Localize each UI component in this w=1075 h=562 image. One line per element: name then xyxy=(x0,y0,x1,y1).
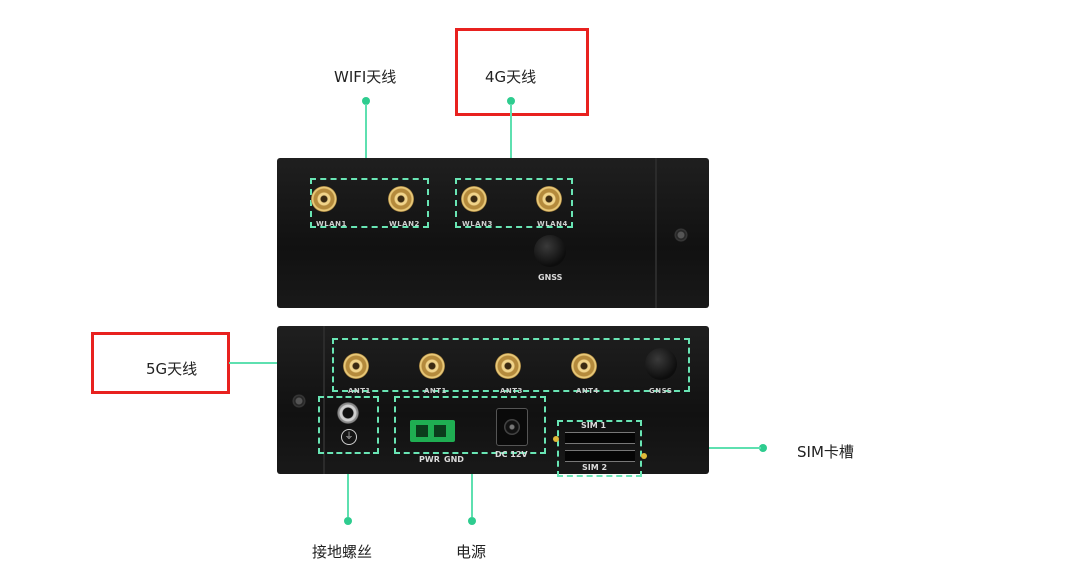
ground-symbol-icon: ⏚ xyxy=(341,429,357,445)
left-screw xyxy=(292,394,306,408)
4g-antenna-group xyxy=(455,178,573,228)
wifi-leader-line xyxy=(365,104,367,180)
ant1-label: ANT1 xyxy=(348,387,371,395)
terminal-hole-1 xyxy=(416,425,428,437)
wlan1-label: WLAN1 xyxy=(316,220,347,228)
wlan1-antenna-connector xyxy=(311,186,337,212)
wlan4-label: WLAN4 xyxy=(537,220,568,228)
ant3-connector xyxy=(495,353,521,379)
power-callout-dot xyxy=(468,517,476,525)
4g-antenna-label: 4G天线 xyxy=(485,68,537,86)
wlan2-antenna-connector xyxy=(388,186,414,212)
wifi-callout-dot xyxy=(362,97,370,105)
pwr-label: PWR xyxy=(419,455,440,464)
sim1-led xyxy=(553,436,559,442)
gnss-cap-top xyxy=(534,235,566,267)
gnss-label-top: GNSS xyxy=(538,273,563,282)
wlan3-antenna-connector xyxy=(461,186,487,212)
sim-callout-dot xyxy=(759,444,767,452)
5g-antenna-group xyxy=(332,338,690,392)
wlan2-label: WLAN2 xyxy=(389,220,420,228)
ground-leader-line xyxy=(347,453,349,517)
power-leader-line xyxy=(471,453,473,517)
5g-highlight-box xyxy=(91,332,230,394)
sim2-label: SIM 2 xyxy=(582,463,608,472)
ground-screw xyxy=(337,402,359,424)
ant2-connector xyxy=(419,353,445,379)
power-terminal-block xyxy=(410,420,455,442)
sim2-slot xyxy=(565,450,635,462)
ant3-label: ANT3 xyxy=(500,387,523,395)
wlan3-label: WLAN3 xyxy=(462,220,493,228)
sim-slot-group xyxy=(557,420,642,477)
sim-slot-label: SIM卡槽 xyxy=(797,443,854,461)
power-label: 电源 xyxy=(456,543,487,561)
terminal-hole-2 xyxy=(434,425,446,437)
sim1-label: SIM 1 xyxy=(581,421,607,430)
ground-screw-group xyxy=(318,396,379,454)
ant4-label: ANT4 xyxy=(576,387,599,395)
4g-highlight-box xyxy=(455,28,589,116)
dc-jack-hole xyxy=(504,419,520,435)
power-group xyxy=(394,396,546,454)
bottom-device-panel: ANT1 ANT1 ANT3 ANT4 GNSS ⏚ PWR GND DC 12… xyxy=(277,326,709,477)
panel-seam xyxy=(655,158,657,308)
ant2-label: ANT1 xyxy=(424,387,447,395)
gnss-cap-bottom xyxy=(645,348,677,380)
top-device-panel: WLAN1 WLAN2 WLAN3 WLAN4 GNSS xyxy=(277,158,709,308)
sim1-slot xyxy=(565,432,635,444)
side-screw xyxy=(674,228,688,242)
gnss-label-bottom: GNSS xyxy=(649,387,673,395)
panel-seam-left xyxy=(323,326,325,474)
4g-leader-line xyxy=(510,104,512,180)
ant1-connector xyxy=(343,353,369,379)
dc-jack xyxy=(496,408,528,446)
wlan4-antenna-connector xyxy=(536,186,562,212)
sim2-led xyxy=(641,453,647,459)
ground-callout-dot xyxy=(344,517,352,525)
5g-antenna-label: 5G天线 xyxy=(146,360,198,378)
ant4-connector xyxy=(571,353,597,379)
wifi-antenna-label: WIFI天线 xyxy=(334,68,397,86)
dc-label: DC 12V xyxy=(495,450,528,459)
ground-screw-label: 接地螺丝 xyxy=(312,543,373,561)
4g-callout-dot xyxy=(507,97,515,105)
gnd-label: GND xyxy=(444,455,464,464)
